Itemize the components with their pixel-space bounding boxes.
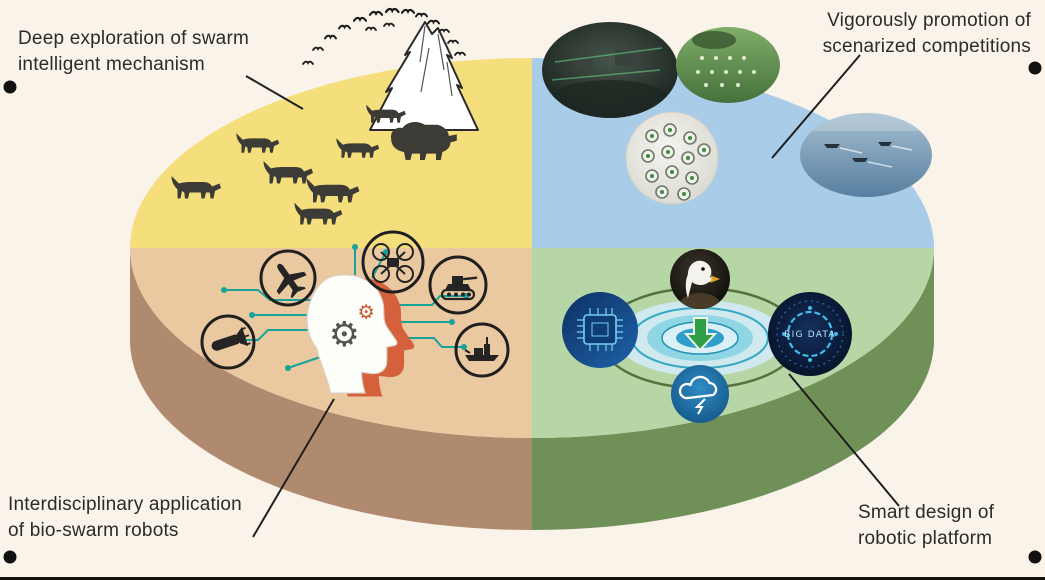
circuit-nodes	[221, 244, 469, 371]
disc-side-left	[130, 248, 532, 530]
cloud-photo	[671, 365, 729, 423]
callout-text-line: of bio-swarm robots	[8, 519, 179, 541]
head-profile-shape	[306, 274, 398, 394]
callout-line-bottom-right	[788, 373, 900, 507]
warship-icon	[454, 322, 510, 378]
callout-text-line: Smart design of	[858, 502, 995, 523]
callout-text-line: robotic platform	[858, 527, 993, 549]
callout-dot-top-left	[3, 80, 17, 94]
callout-text-line: intelligent mechanism	[18, 53, 205, 75]
torpedo-icon	[200, 314, 256, 370]
callout-swarm-mechanism: Deep exploration of swarm intelligent me…	[18, 26, 249, 77]
mountain-icon	[369, 21, 479, 131]
callout-line-top-left	[245, 75, 304, 110]
human-head-gears-icon: ⚙ ⚙	[306, 274, 415, 397]
big-data-label: BIG DATA	[784, 330, 835, 340]
callout-line-top-right	[771, 54, 861, 159]
callout-leaders	[245, 54, 900, 538]
quadcopter-icon	[361, 230, 425, 294]
callout-text-line: Deep exploration of swarm	[18, 28, 249, 49]
quadrant-swarm-mechanism	[130, 58, 532, 248]
callout-text-line: scenarized competitions	[822, 35, 1031, 57]
competition-hall-photo	[542, 22, 678, 118]
fusion-arrow-icon	[683, 317, 718, 352]
robotic-platform-icons: BIG DATA	[562, 249, 852, 423]
callout-dots	[3, 61, 1042, 564]
callout-line-bottom-left	[252, 398, 335, 538]
callout-robotic-platform: Smart design of robotic platform	[858, 500, 994, 551]
figure-bottom-border	[0, 577, 1045, 580]
callout-competitions: Vigorously promotion of scenarized compe…	[823, 8, 1031, 59]
micro-swarm-photo	[625, 111, 719, 205]
sea-boats-photo	[800, 113, 932, 197]
callout-dot-top-right	[1028, 61, 1042, 75]
tank-icon	[428, 255, 488, 315]
gear-icon: ⚙	[329, 315, 360, 355]
big-data-photo: BIG DATA	[768, 292, 852, 376]
disc-side-right	[532, 248, 934, 530]
callout-dot-bottom-right	[1028, 550, 1042, 564]
chip-photo	[562, 292, 638, 368]
bio-swarm-icons: ⚙ ⚙	[200, 230, 510, 397]
callout-text-line: Vigorously promotion of	[827, 10, 1031, 31]
callout-text-line: Interdisciplinary application	[8, 494, 242, 515]
swarm-mechanism-icons	[171, 7, 479, 225]
callout-bio-swarm: Interdisciplinary application of bio-swa…	[8, 492, 242, 543]
cloud-icon	[678, 375, 718, 400]
gear-icon: ⚙	[357, 300, 375, 323]
callout-dot-bottom-left	[3, 550, 17, 564]
aircraft-icon	[259, 249, 317, 307]
bolt-icon	[694, 398, 706, 415]
eagle-photo	[670, 249, 730, 309]
outdoor-robots-photo	[676, 27, 780, 103]
